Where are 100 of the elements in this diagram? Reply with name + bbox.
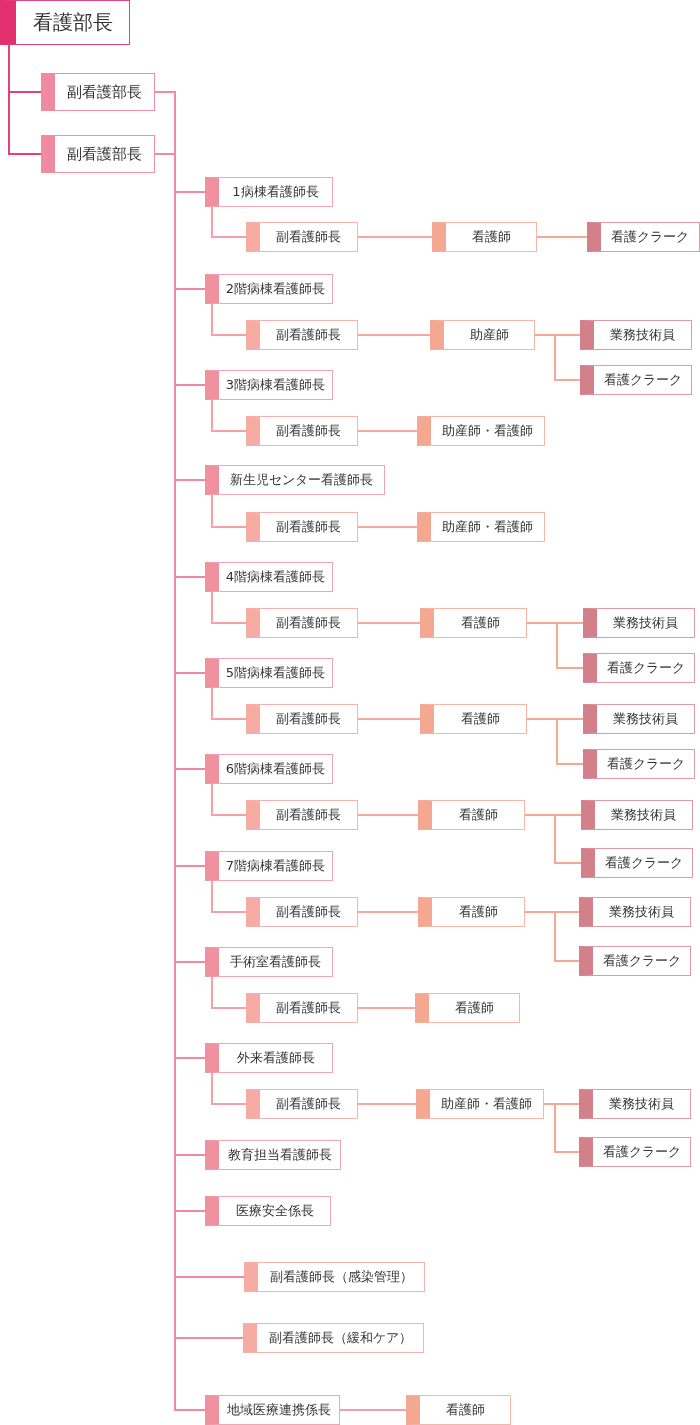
staff-box [406,1395,511,1425]
staff-box [583,704,695,734]
connector-line [357,1103,417,1105]
role-label: 3階病棟看護師長 [225,376,326,394]
director-box [0,0,130,45]
connector-line [211,687,247,720]
staff-box [244,1262,425,1292]
connector-line [524,814,582,864]
head-nurse-box [205,274,333,304]
deputy-director-box [41,135,155,173]
connector-line [357,236,433,238]
staff-box [580,320,692,350]
staff-box [246,320,358,350]
staff-box [579,946,691,976]
connector-line [211,976,247,1009]
role-label: 副看護師長 [276,614,341,632]
role-label: 看護師 [454,999,494,1017]
head-nurse-box [205,465,385,495]
role-label: 看護師 [458,806,498,824]
connector-line [211,303,247,336]
role-label: 助産師・看護師 [441,1095,532,1113]
connector-line [211,206,247,238]
role-label: 副看護師長 [276,1095,341,1113]
staff-box [417,416,545,446]
role-label: 助産師・看護師 [442,422,533,440]
connector-line [357,718,421,720]
connector-line [8,44,42,155]
deputy-director-box [41,73,155,111]
role-label: 5階病棟看護師長 [225,664,326,682]
role-label: 看護師 [471,228,511,246]
head-nurse-box [205,754,333,784]
role-label: 副看護師長 [276,999,341,1017]
connector-line [357,814,419,816]
connector-line [357,334,431,336]
role-label: 副看護師長（緩和ケア） [268,1329,412,1347]
connector-line [211,591,247,624]
role-label: 手術室看護師長 [230,953,321,971]
role-label: 業務技術員 [611,806,676,824]
role-label: 副看護師長 [276,518,341,536]
role-label: 副看護師長 [276,806,341,824]
role-label: 7階病棟看護師長 [225,857,326,875]
connector-line [526,718,584,765]
connector-line [211,880,247,913]
staff-box [246,704,358,734]
connector-line [357,911,419,913]
head-nurse-box [205,658,333,688]
staff-box [246,897,358,927]
role-label: 新生児センター看護師長 [230,471,373,489]
connector-line [524,911,580,962]
staff-box [580,365,692,395]
head-nurse-box [205,370,333,400]
role-label: 2階病棟看護師長 [225,280,326,298]
role-label: 看護師 [458,903,498,921]
connector-line [357,622,421,624]
connector-line [211,494,247,528]
head-nurse-box [205,562,333,592]
head-nurse-box [205,1043,333,1073]
head-nurse-box [205,851,333,881]
staff-box [579,1137,691,1167]
role-label: 助産師・看護師 [442,518,533,536]
head-nurse-box [205,177,333,207]
role-label: 看護師 [445,1401,485,1419]
connector-line [536,236,588,238]
staff-box [430,320,535,350]
staff-box [587,222,700,252]
staff-box [246,608,358,638]
role-label: 看護クラーク [611,228,689,246]
role-label: 教育担当看護師長 [227,1146,332,1164]
role-label: 副看護師長（感染管理） [269,1268,413,1286]
role-label: 看護師 [460,710,500,728]
head-nurse-box [205,1395,340,1425]
role-label: 看護師 [460,614,500,632]
staff-box [420,704,527,734]
role-label: 助産師 [469,326,509,344]
role-label: 外来看護師長 [236,1049,315,1067]
role-label: 業務技術員 [613,614,678,632]
connector-line [211,1072,247,1105]
role-label: 副看護部長 [67,144,142,164]
staff-box [583,608,695,638]
role-label: 看護クラーク [606,659,685,677]
staff-box [417,512,545,542]
staff-box [583,653,695,683]
role-label: 看護クラーク [602,952,681,970]
role-label: 4階病棟看護師長 [225,568,326,586]
staff-box [420,608,527,638]
role-label: 副看護師長 [276,422,341,440]
role-label: 副看護部長 [67,82,142,102]
role-label: 看護クラーク [603,371,682,389]
connector-line [339,1409,407,1411]
role-label: 業務技術員 [610,326,675,344]
connector-line [534,334,581,381]
role-label: 副看護師長 [276,903,341,921]
staff-box [415,993,520,1023]
role-label: 看護部長 [32,9,113,36]
staff-box [243,1323,424,1353]
staff-box [246,512,358,542]
staff-box [246,416,358,446]
staff-box [418,897,525,927]
role-label: 看護クラーク [604,854,683,872]
connector-line [357,1007,416,1009]
